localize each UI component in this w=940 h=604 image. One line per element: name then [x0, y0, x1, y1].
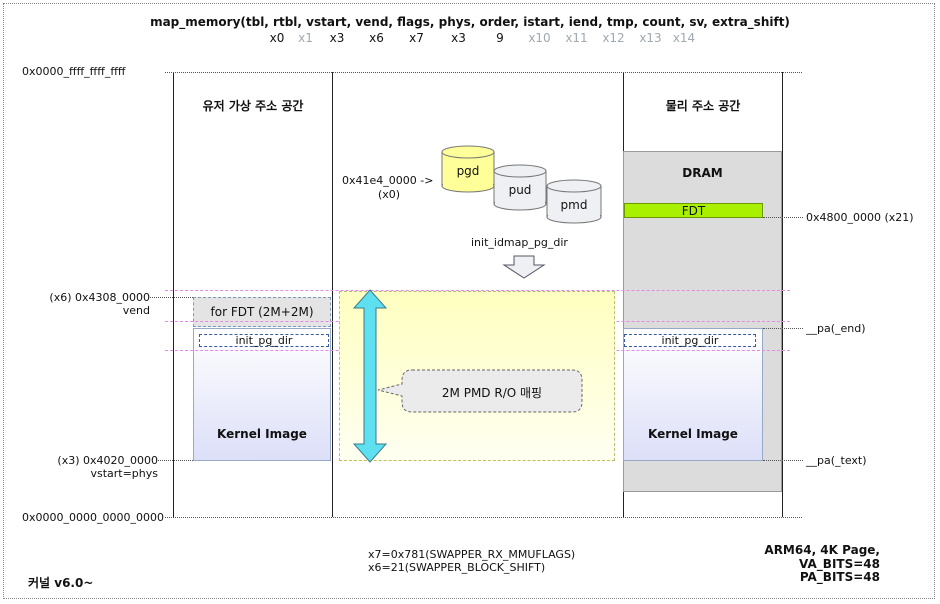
user-init-pg-dir-region	[199, 334, 329, 347]
user-kernel-image-region	[193, 328, 331, 461]
double-arrow-icon	[352, 289, 388, 463]
fdt-leader-line	[763, 217, 803, 218]
phys-init-pg-dir-label: init_pg_dir	[661, 334, 719, 347]
note-line-2: x6=21(SWAPPER_BLOCK_SHIFT)	[368, 561, 546, 574]
diagram-frame	[3, 3, 935, 599]
register-list: x0 x1 x3 x6 x7 x3 9 x10 x11 x12 x13 x14	[259, 31, 699, 45]
for-fdt-region	[193, 297, 331, 327]
vstart-leader-line	[158, 460, 193, 461]
dram-label: DRAM	[682, 166, 723, 180]
register-label: x7	[409, 31, 424, 45]
init-idmap-pg-dir-label: init_idmap_pg_dir	[471, 236, 568, 249]
vstart-label: vstart=phys	[90, 467, 158, 480]
fdt-region	[624, 203, 763, 218]
register-label: x1	[298, 31, 313, 45]
register-label: x13	[639, 31, 662, 45]
user-space-right-line	[332, 72, 333, 517]
mapping-label: 2M PMD R/O 매핑	[441, 386, 543, 400]
pa-text-label: __pa(_text)	[806, 454, 867, 467]
pa-end-leader-line	[763, 328, 803, 329]
pmd-cylinder	[546, 179, 602, 224]
user-space-left-line	[173, 72, 174, 517]
arch-line-3: PA_BITS=48	[799, 570, 880, 584]
arch-line-2: VA_BITS=48	[799, 557, 880, 571]
pud-label: pud	[508, 183, 532, 197]
register-label: x6	[369, 31, 384, 45]
phys-init-pg-dir-region	[624, 334, 756, 347]
phys-kernel-image-label: Kernel Image	[648, 427, 738, 441]
for-fdt-label: for FDT (2M+2M)	[210, 305, 314, 319]
pa-text-leader-line	[763, 460, 803, 461]
register-label: 9	[496, 31, 504, 45]
function-signature: map_memory(tbl, rtbl, vstart, vend, flag…	[150, 15, 790, 29]
note-line-1: x7=0x781(SWAPPER_RX_MMUFLAGS)	[368, 548, 576, 561]
vend-address: (x6) 0x4308_0000	[49, 291, 150, 304]
vstart-address: (x3) 0x4020_0000	[57, 454, 158, 467]
pud-cylinder	[493, 164, 547, 211]
top-address: 0x0000_ffff_ffff_ffff	[22, 65, 126, 78]
user-init-pg-dir-label: init_pg_dir	[235, 334, 293, 347]
mapping-callout	[377, 369, 583, 413]
arch-line-1: ARM64, 4K Page,	[764, 543, 880, 557]
page-table-cylinders	[441, 145, 602, 224]
vend-label: vend	[122, 304, 150, 317]
fdt-label: FDT	[681, 204, 706, 218]
register-label: x10	[528, 31, 551, 45]
pgd-label: pgd	[456, 164, 480, 178]
fdt-address: 0x4800_0000 (x21)	[806, 211, 914, 224]
pgd-address: 0x41e4_0000 ->	[342, 174, 434, 187]
register-label: x12	[602, 31, 625, 45]
register-label: x3	[451, 31, 466, 45]
bottom-address: 0x0000_0000_0000_0000	[22, 511, 164, 524]
register-label: x3	[329, 31, 345, 45]
phys-space-right-line	[782, 72, 783, 517]
register-label: x0	[269, 31, 285, 45]
user-kernel-image-label: Kernel Image	[217, 427, 307, 441]
guide-line	[165, 290, 790, 291]
vend-leader-line	[150, 297, 193, 298]
pgd-register: (x0)	[378, 188, 401, 201]
register-label: x14	[672, 31, 696, 45]
pmd-label: pmd	[560, 198, 588, 212]
user-space-title: 유저 가상 주소 공간	[202, 99, 304, 113]
kernel-version: 커널 v6.0~	[28, 576, 94, 590]
top-boundary-line	[165, 72, 802, 73]
pgd-cylinder	[441, 145, 495, 193]
register-label: x11	[565, 31, 588, 45]
down-arrow-icon	[502, 255, 546, 279]
bottom-boundary-line	[165, 517, 802, 518]
phys-space-title: 물리 주소 공간	[665, 99, 741, 113]
phys-kernel-image-region	[623, 328, 763, 461]
pa-end-label: __pa(_end)	[806, 322, 866, 335]
